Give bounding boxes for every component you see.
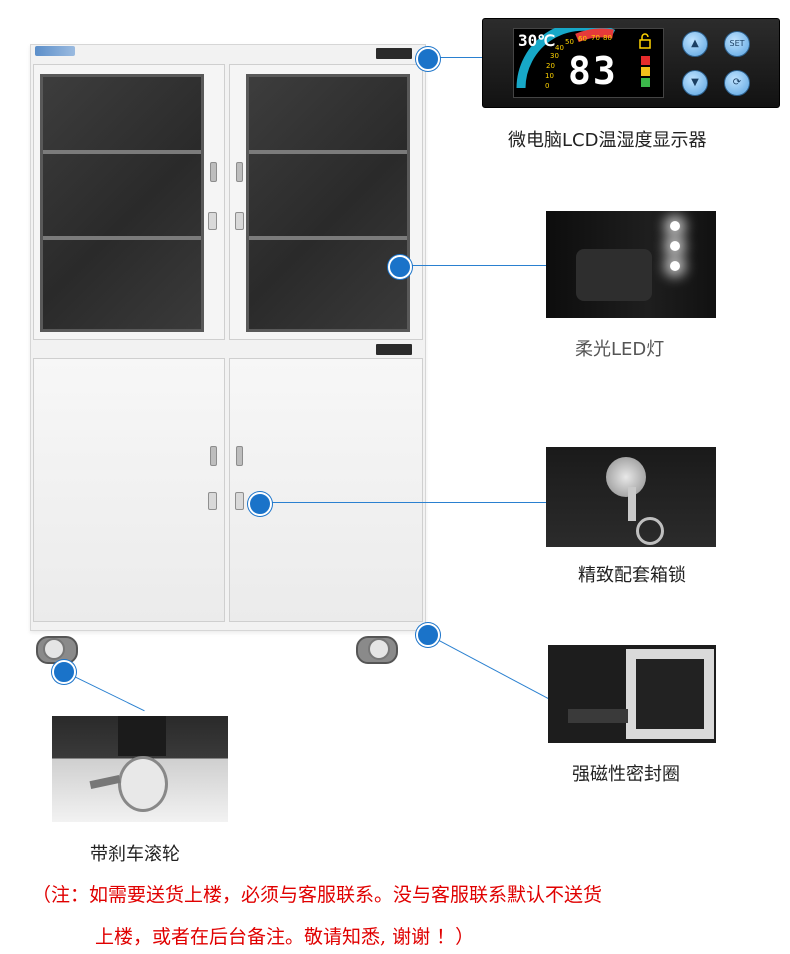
indicator-bar-green: [641, 78, 650, 87]
hotspot-dot[interactable]: [388, 255, 412, 279]
led-light-photo: [546, 211, 716, 318]
shipping-note-line2: 上楼，或者在后台备注。敬请知悉, 谢谢 ！）: [95, 926, 475, 948]
brake-lever: [89, 774, 121, 790]
caster-mount: [118, 716, 166, 756]
gauge-tick: 20: [546, 62, 555, 70]
gauge-tick: 40: [555, 44, 564, 52]
lower-right-door: [229, 358, 423, 622]
gauge-tick: 80: [603, 34, 612, 42]
temperature-readout: 30℃: [518, 31, 556, 50]
key-ring: [636, 517, 664, 545]
seal-gasket: [636, 659, 704, 729]
indicator-bar-red: [641, 56, 650, 65]
door-handle: [210, 162, 217, 182]
gauge-tick: 10: [545, 72, 554, 80]
wheel-hub: [43, 638, 65, 660]
hotspot-dot[interactable]: [248, 492, 272, 516]
upper-left-glass: [40, 74, 204, 332]
gauge-tick: 60: [578, 35, 587, 43]
shelf: [249, 150, 407, 154]
shelf: [249, 236, 407, 240]
lower-left-door: [33, 358, 225, 622]
hotspot-dot[interactable]: [416, 47, 440, 71]
humidity-readout: 83: [568, 49, 618, 93]
door-handle: [236, 446, 243, 466]
indicator-bar-yellow: [641, 67, 650, 76]
power-button[interactable]: ⟳: [724, 70, 750, 96]
lock-icon: [639, 33, 651, 49]
gauge-tick: 0: [545, 82, 550, 90]
hotspot-dot[interactable]: [416, 623, 440, 647]
seal-photo: [548, 645, 716, 743]
gauge-tick: 50: [565, 38, 574, 46]
caster-wheel-photo: [118, 756, 168, 812]
led-glow: [670, 261, 680, 271]
wheel-hub: [368, 638, 390, 660]
led-glow: [670, 221, 680, 231]
brand-logo: [35, 46, 75, 56]
connector-line: [425, 633, 552, 701]
feature-caption-led: 柔光LED灯: [575, 339, 665, 360]
lock-cylinder: [606, 457, 646, 497]
feature-caption-seal: 强磁性密封圈: [572, 764, 680, 785]
down-button[interactable]: ▼: [682, 70, 708, 96]
connector-line: [398, 265, 548, 266]
feature-caption-lcd: 微电脑LCD温湿度显示器: [508, 130, 707, 151]
gauge-tick: 30: [550, 52, 559, 60]
key-icon: [628, 487, 636, 521]
shelf: [43, 236, 201, 240]
hinge: [568, 709, 628, 723]
led-glow: [670, 241, 680, 251]
shelf: [43, 150, 201, 154]
gauge-tick: 70: [591, 34, 600, 42]
door-lock: [235, 212, 244, 230]
feature-caption-caster: 带刹车滚轮: [90, 844, 180, 865]
feature-caption-lock: 精致配套箱锁: [578, 565, 686, 586]
upper-right-glass: [246, 74, 410, 332]
camera-silhouette: [576, 249, 652, 301]
door-handle: [236, 162, 243, 182]
door-lock: [208, 212, 217, 230]
hotspot-dot[interactable]: [52, 660, 76, 684]
lock-photo: [546, 447, 716, 547]
caster-photo: [52, 716, 228, 822]
connector-line: [258, 502, 548, 503]
door-lock: [235, 492, 244, 510]
door-lock: [208, 492, 217, 510]
connector-line: [426, 57, 482, 58]
shipping-note-line1: （注：如需要送货上楼，必须与客服联系。没与客服联系默认不送货: [32, 884, 603, 906]
cabinet-display-bottom: [376, 344, 412, 355]
cabinet-display-top: [376, 48, 412, 59]
up-button[interactable]: ▲: [682, 31, 708, 57]
lcd-gauge-arc: [516, 28, 616, 89]
door-handle: [210, 446, 217, 466]
set-button[interactable]: SET: [724, 31, 750, 57]
